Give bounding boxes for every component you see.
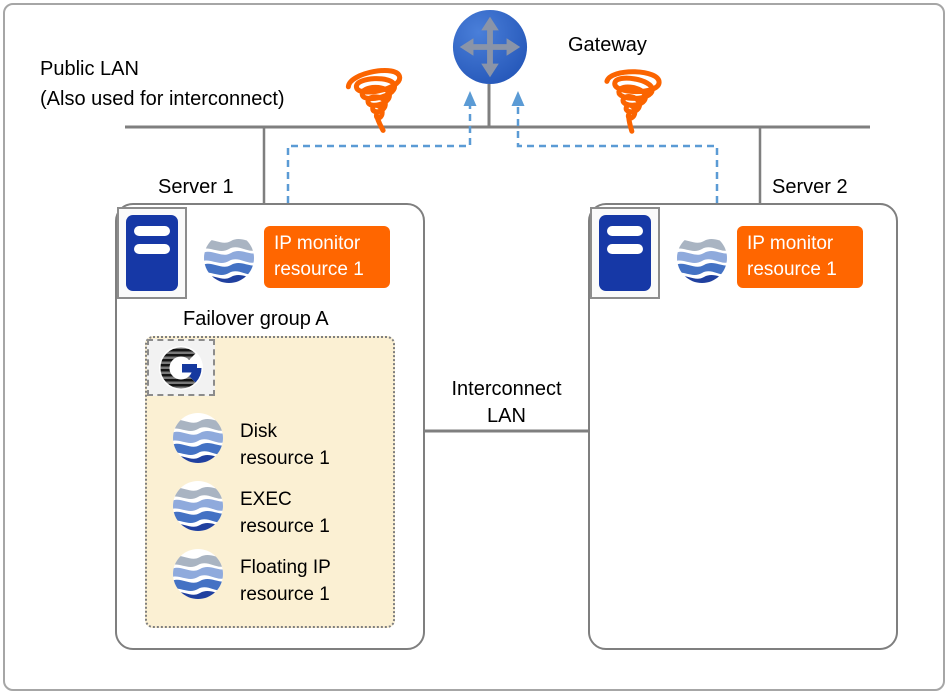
server2-ip-monitor-resource-icon [676, 232, 728, 284]
failover-group-label: Failover group A [183, 308, 329, 330]
public-lan-label-line1: Public LAN [40, 58, 139, 80]
server1-server-icon [117, 207, 187, 299]
disk-resource-icon [172, 412, 224, 464]
tornado-icon-left [345, 68, 403, 133]
failover-group-icon [157, 344, 205, 392]
monitor-path-left [286, 104, 472, 203]
server2-server-icon [590, 207, 660, 299]
server1-label: Server 1 [158, 176, 234, 198]
server1-ip-monitor-line1: IP monitor [274, 233, 361, 254]
server2-ip-monitor-line1: IP monitor [747, 233, 834, 254]
public-lan-label: Public LAN (Also used for interconnect) [40, 54, 285, 114]
gateway-label: Gateway [568, 34, 647, 56]
exec-resource-icon [172, 480, 224, 532]
server1-ip-monitor-badge: IP monitor resource 1 [264, 226, 390, 288]
server1-ip-monitor-resource-icon [203, 232, 255, 284]
public-lan-label-line2: (Also used for interconnect) [40, 88, 285, 110]
floating-ip-resource-label: Floating IP resource 1 [240, 557, 331, 605]
server1-ip-monitor-line2: resource 1 [274, 259, 364, 280]
interconnect-lan-label: Interconnect LAN [451, 378, 562, 427]
disk-resource-label: Disk resource 1 [240, 421, 330, 469]
monitor-arrow-left-icon [463, 91, 477, 106]
exec-resource-label: EXEC resource 1 [240, 489, 330, 537]
gateway-icon [452, 9, 528, 85]
server1-server-icon-body [126, 215, 178, 291]
server2-ip-monitor-badge: IP monitor resource 1 [737, 226, 863, 288]
failover-group-icon-box [147, 339, 215, 396]
floating-ip-resource-icon [172, 548, 224, 600]
server2-label: Server 2 [772, 176, 848, 198]
server2-ip-monitor-line2: resource 1 [747, 259, 837, 280]
outer-border [3, 3, 945, 691]
server2-server-icon-body [599, 215, 651, 291]
tornado-icon-right [604, 69, 662, 134]
monitor-arrow-right-icon [511, 91, 525, 106]
monitor-path-right [516, 104, 719, 203]
